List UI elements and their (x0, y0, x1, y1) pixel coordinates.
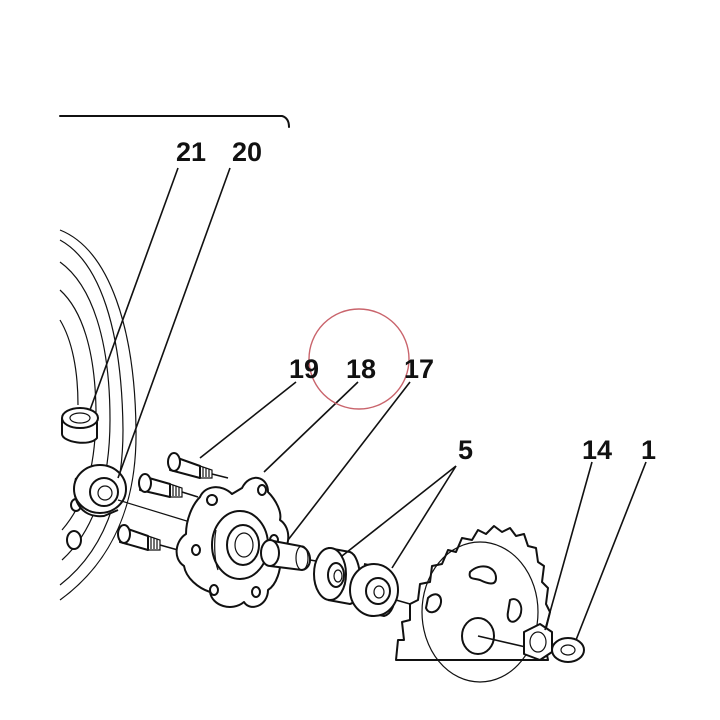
axle-centerline (117, 499, 191, 523)
frame-border-line (59, 115, 290, 128)
leader-lines (89, 167, 647, 641)
label-18: 18 (346, 354, 376, 384)
part-5-bearings (313, 547, 411, 617)
label-1: 1 (641, 435, 656, 465)
part-1-washer (551, 637, 585, 663)
part-21-spacer (61, 407, 99, 444)
highlight-circle (308, 308, 410, 410)
label-17: 17 (404, 354, 434, 384)
part-18-flange (175, 477, 290, 608)
part-20-bearing (73, 464, 127, 518)
part-14-nut (523, 623, 553, 661)
part-17-spacer (260, 539, 323, 571)
label-19: 19 (289, 354, 319, 384)
label-14: 14 (582, 435, 612, 465)
label-5: 5 (458, 435, 473, 465)
rear-sprocket (395, 525, 551, 683)
part-19-studs (117, 452, 229, 551)
label-20: 20 (232, 137, 262, 167)
label-21: 21 (176, 137, 206, 167)
